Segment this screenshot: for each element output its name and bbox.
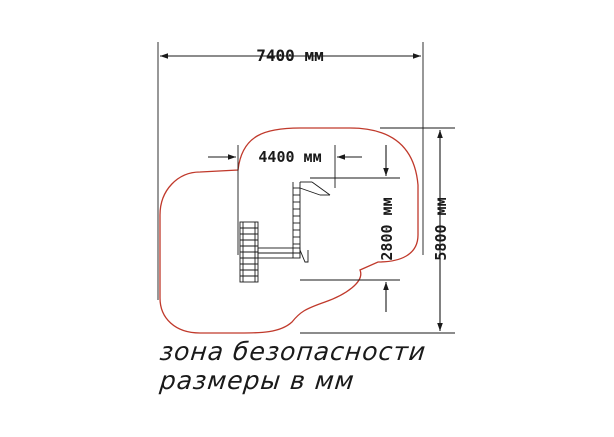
dim-label-overall-width: 7400 мм	[256, 46, 323, 65]
safety-zone-caption: зона безопасности	[158, 337, 428, 366]
dim-label-inner-width: 4400 мм	[258, 148, 321, 166]
play-equipment	[239, 181, 331, 283]
dim-label-inner-depth: 2800 мм	[378, 197, 396, 260]
units-caption: размеры в мм	[158, 366, 357, 395]
safety-zone-outline	[159, 127, 419, 334]
dimension-lines	[160, 53, 443, 331]
dim-label-overall-depth: 5800 мм	[432, 197, 450, 260]
extension-lines	[157, 42, 455, 334]
